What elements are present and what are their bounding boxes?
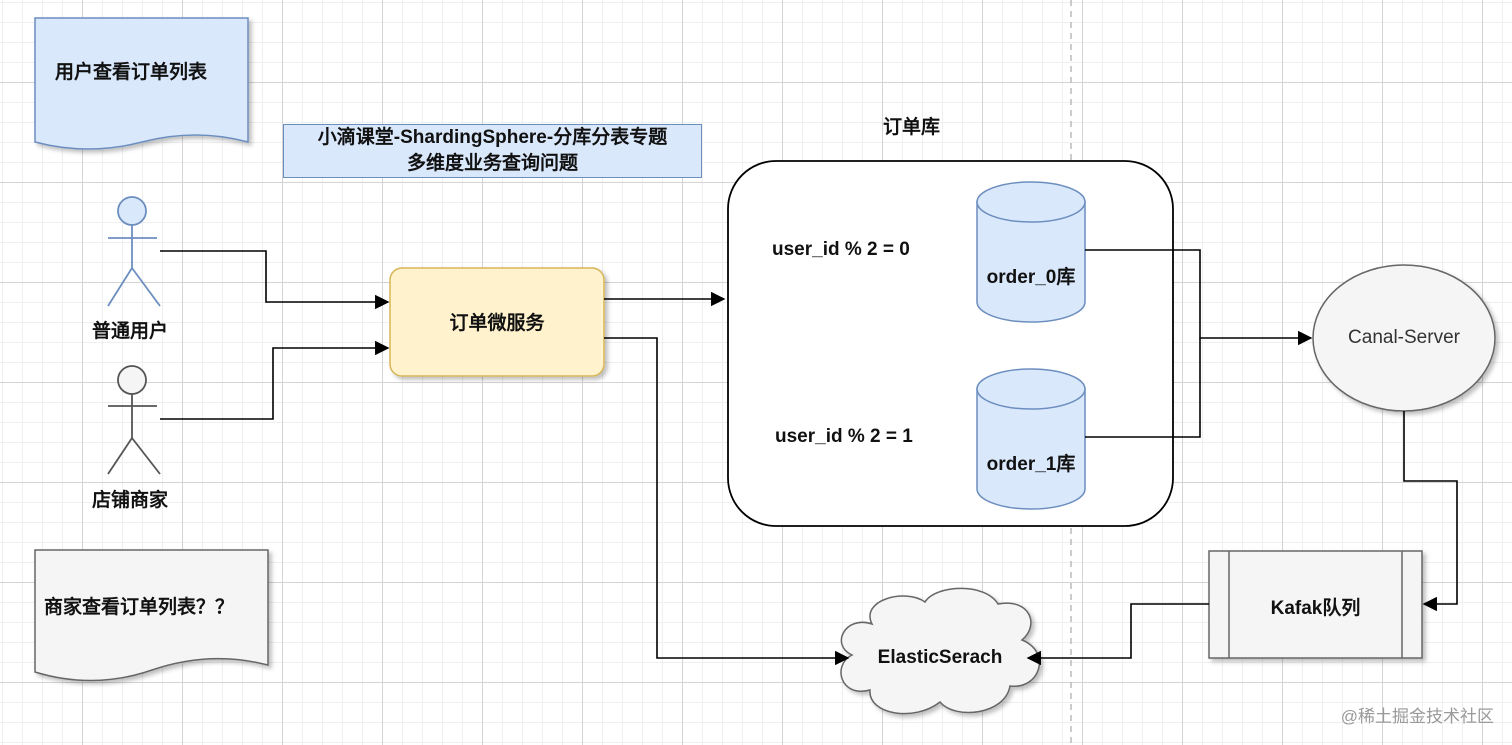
actor-user-icon[interactable] bbox=[107, 196, 161, 307]
service-node[interactable] bbox=[389, 267, 605, 377]
actor-merchant-icon[interactable] bbox=[107, 365, 161, 475]
edge-user-to-service bbox=[160, 250, 390, 310]
edge-db1-to-canal bbox=[1085, 338, 1201, 438]
edge-kafka-to-es bbox=[1026, 603, 1209, 666]
db-0-cylinder[interactable] bbox=[976, 181, 1086, 323]
edge-merchant-to-service bbox=[160, 340, 390, 420]
rule-0-label: user_id % 2 = 0 bbox=[772, 239, 910, 260]
document-user-shape[interactable] bbox=[34, 17, 249, 150]
service-label: 订单微服务 bbox=[449, 313, 545, 334]
kafka-label: Kafak队列 bbox=[1270, 598, 1361, 619]
edge-db0-to-canal bbox=[1085, 249, 1313, 346]
kafka-node[interactable] bbox=[1208, 550, 1423, 659]
doc-merchant-label: 商家查看订单列表？？ bbox=[44, 597, 235, 618]
actor-user-label: 普通用户 bbox=[92, 321, 169, 342]
watermark: @稀土掘金技术社区 bbox=[1340, 707, 1494, 726]
db-group-label: 订单库 bbox=[883, 117, 941, 138]
db-0-label: order_0库 bbox=[986, 267, 1076, 288]
title-line-2: 多维度业务查询问题 bbox=[406, 153, 578, 174]
canal-label: Canal-Server bbox=[1348, 327, 1460, 348]
es-cloud-shape[interactable] bbox=[840, 587, 1040, 715]
db-group-box[interactable] bbox=[727, 160, 1174, 527]
title-box: 小滴课堂-ShardingSphere-分库分表专题 多维度业务查询问题 bbox=[283, 124, 702, 178]
db-1-cylinder[interactable] bbox=[976, 368, 1086, 510]
rule-1-label: user_id % 2 = 1 bbox=[775, 426, 913, 447]
doc-user-label: 用户查看订单列表 bbox=[55, 62, 208, 83]
actor-merchant-label: 店铺商家 bbox=[92, 490, 169, 511]
db-1-label: order_1库 bbox=[986, 454, 1076, 475]
edge-canal-to-kafka bbox=[1403, 411, 1458, 612]
es-label: ElasticSerach bbox=[877, 647, 1003, 668]
edge-service-to-es bbox=[604, 337, 850, 666]
document-merchant-shape[interactable] bbox=[34, 549, 269, 682]
title-line-1: 小滴课堂-ShardingSphere-分库分表专题 bbox=[317, 127, 668, 148]
